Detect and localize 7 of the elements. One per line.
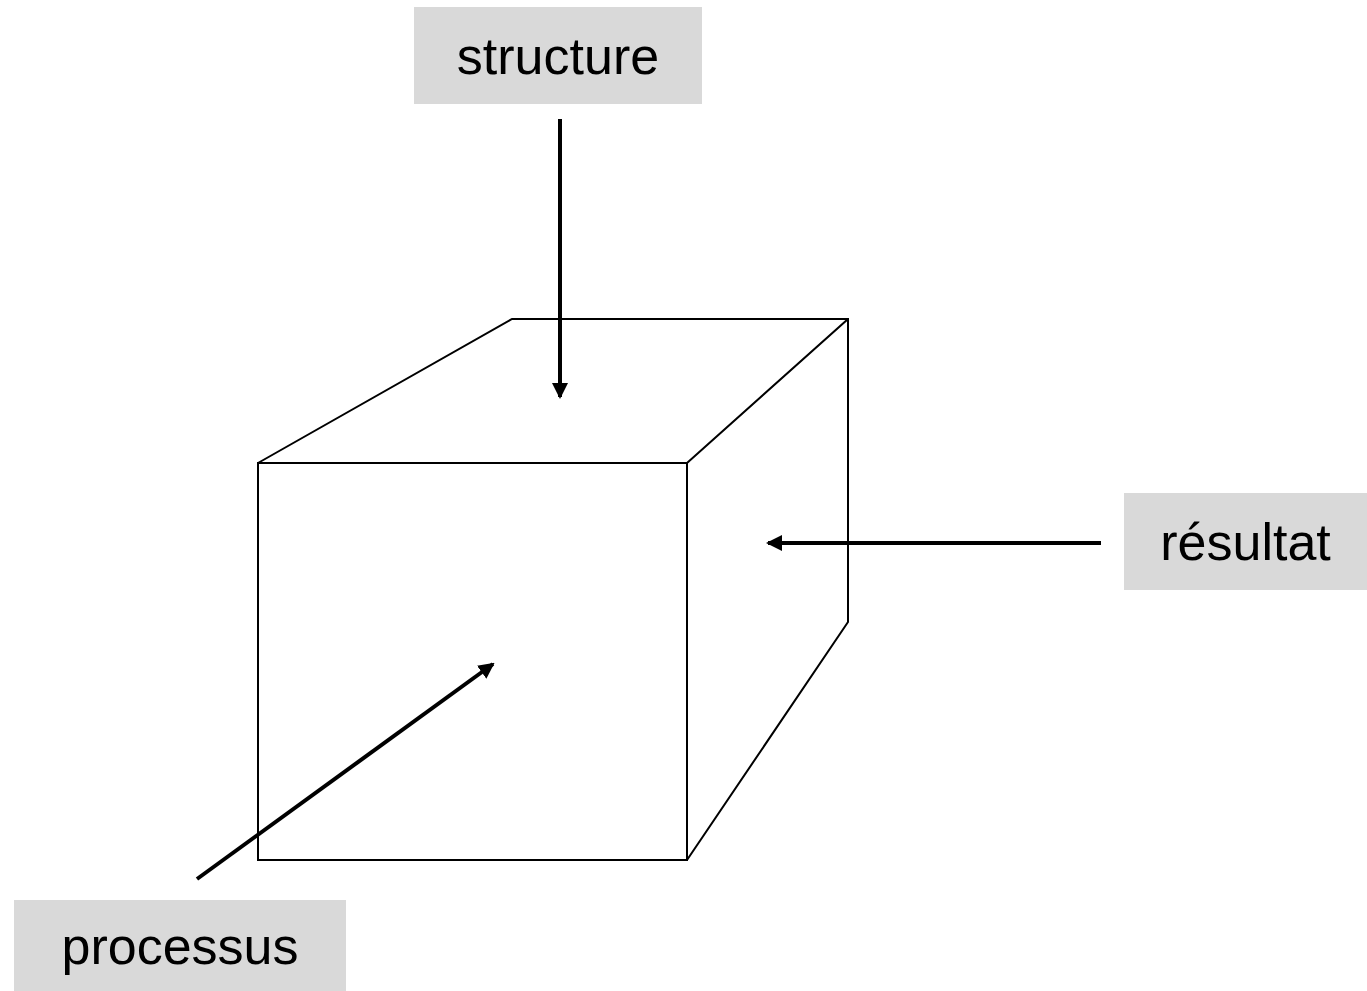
cube-drawing	[257, 318, 849, 861]
label-box: processus	[14, 900, 346, 991]
label-box: résultat	[1124, 493, 1367, 590]
label-box: structure	[414, 7, 702, 104]
arrow	[766, 535, 1101, 551]
arrow	[195, 662, 495, 881]
arrow	[552, 119, 568, 399]
